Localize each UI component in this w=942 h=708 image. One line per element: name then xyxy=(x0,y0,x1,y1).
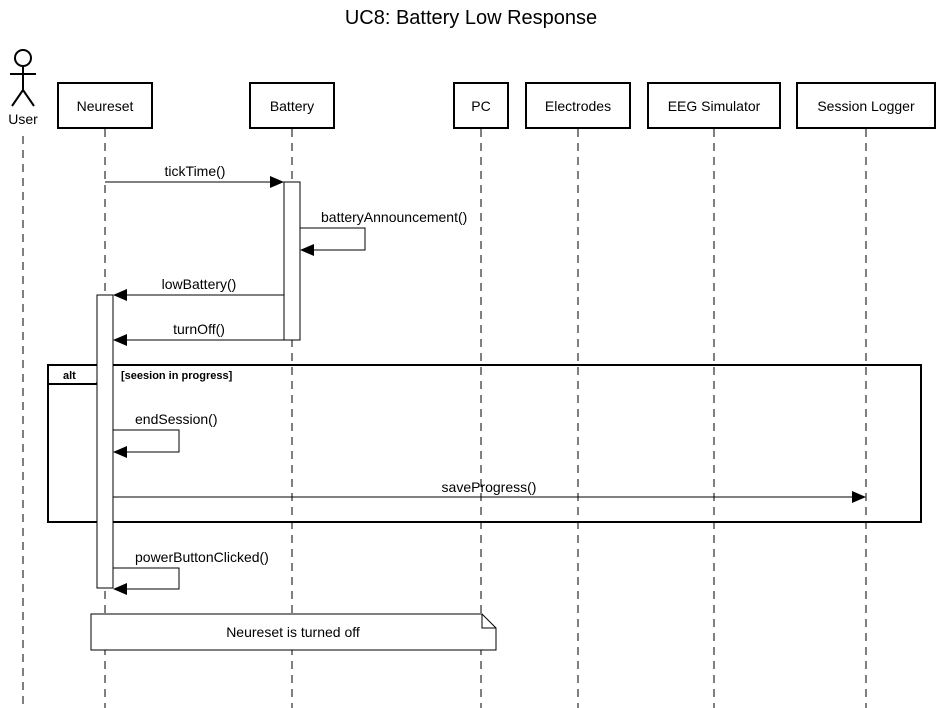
message-battery-announcement: batteryAnnouncement() xyxy=(300,209,467,256)
participant-label: Session Logger xyxy=(817,98,915,114)
participant-eeg-simulator: EEG Simulator xyxy=(647,82,781,129)
fragment-operator: alt xyxy=(63,370,76,382)
participant-neureset: Neureset xyxy=(57,82,153,129)
participant-pc: PC xyxy=(453,82,509,129)
participant-label: Neureset xyxy=(77,98,134,114)
message-power-button-clicked: powerButtonClicked() xyxy=(113,549,269,595)
actor-label: User xyxy=(8,111,38,127)
note-text: Neureset is turned off xyxy=(226,624,360,640)
participant-label: Battery xyxy=(270,98,314,114)
participant-electrodes: Electrodes xyxy=(525,82,631,129)
message-tick-time: tickTime() xyxy=(105,163,284,188)
message-label: turnOff() xyxy=(173,321,225,337)
user-actor-icon xyxy=(10,49,36,107)
participant-label: Electrodes xyxy=(545,98,611,114)
participant-battery: Battery xyxy=(249,82,335,129)
activation-battery xyxy=(283,181,301,341)
fragment-guard: [seesion in progress] xyxy=(121,370,233,382)
message-low-battery: lowBattery() xyxy=(113,276,284,301)
message-save-progress: saveProgress() xyxy=(113,479,866,503)
note: Neureset is turned off xyxy=(90,613,497,651)
diagram-title: UC8: Battery Low Response xyxy=(345,7,597,29)
message-end-session: endSession() xyxy=(113,411,218,458)
message-label: saveProgress() xyxy=(442,479,537,495)
message-label: batteryAnnouncement() xyxy=(321,209,467,225)
message-label: tickTime() xyxy=(165,163,226,179)
message-label: lowBattery() xyxy=(162,276,237,292)
alt-fragment: alt [seesion in progress] xyxy=(47,364,922,523)
participant-label: EEG Simulator xyxy=(668,98,761,114)
message-turn-off: turnOff() xyxy=(113,321,284,346)
participant-session-logger: Session Logger xyxy=(796,82,936,129)
message-label: endSession() xyxy=(135,411,218,427)
message-label: powerButtonClicked() xyxy=(135,549,269,565)
activation-neureset xyxy=(96,294,114,589)
participant-label: PC xyxy=(471,98,490,114)
